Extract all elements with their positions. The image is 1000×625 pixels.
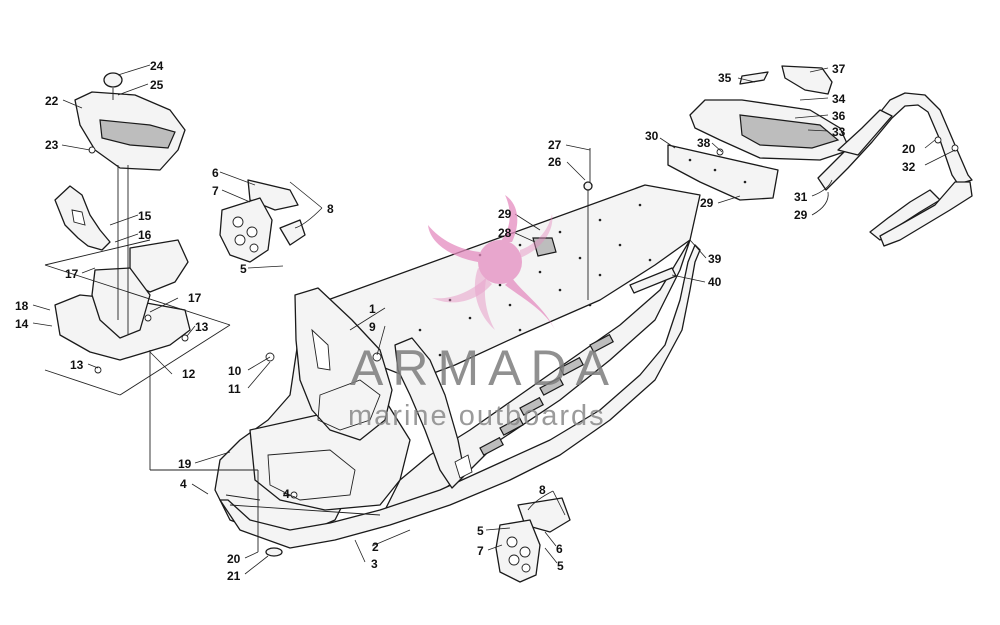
callout-31: 31 [794, 190, 808, 204]
small-parts [88, 136, 959, 557]
callout-24: 24 [150, 59, 164, 73]
callout-5: 5 [240, 262, 247, 276]
callout-6: 6 [556, 542, 563, 556]
callout-4: 4 [180, 477, 187, 491]
footrest-left [219, 179, 306, 263]
callout-8: 8 [327, 202, 334, 216]
console-assembly [74, 72, 186, 171]
callout-33: 33 [832, 125, 846, 139]
callout-5: 5 [477, 524, 484, 538]
callout-36: 36 [832, 109, 846, 123]
grommet-28 [532, 237, 557, 257]
watermark-subtitle: marine outboards [348, 400, 606, 432]
callout-5: 5 [557, 559, 564, 573]
rear-bumper-assembly [667, 65, 973, 247]
callout-3: 3 [371, 557, 378, 571]
callout-29: 29 [794, 208, 808, 222]
callout-27: 27 [548, 138, 562, 152]
callout-7: 7 [477, 544, 484, 558]
callout-15: 15 [138, 209, 152, 223]
tunnel-vents [479, 333, 614, 456]
leader-lines [32, 64, 956, 575]
callout-35: 35 [718, 71, 732, 85]
callout-6: 6 [212, 166, 219, 180]
callout-40: 40 [708, 275, 722, 289]
callout-14: 14 [15, 317, 29, 331]
callout-28: 28 [498, 226, 512, 240]
callout-10: 10 [228, 364, 242, 378]
callout-29: 29 [498, 207, 512, 221]
callout-21: 21 [227, 569, 241, 583]
bumper-21 [265, 547, 283, 557]
callout-29: 29 [700, 196, 714, 210]
callout-18: 18 [15, 299, 29, 313]
callout-26: 26 [548, 155, 562, 169]
footrest-right [495, 497, 571, 583]
callout-20: 20 [902, 142, 916, 156]
callout-17: 17 [188, 291, 202, 305]
callout-7: 7 [212, 184, 219, 198]
callout-labels: 1 2 3 4 4 5 5 5 6 6 7 7 8 8 9 10 11 12 1… [15, 59, 916, 583]
callout-32: 32 [902, 160, 916, 174]
callout-1: 1 [369, 302, 376, 316]
propeller-logo [428, 195, 555, 330]
callout-38: 38 [697, 136, 711, 150]
callout-23: 23 [45, 138, 59, 152]
callout-37: 37 [832, 62, 846, 76]
callout-20: 20 [227, 552, 241, 566]
callout-13: 13 [70, 358, 84, 372]
callout-8: 8 [539, 483, 546, 497]
callout-22: 22 [45, 94, 59, 108]
callout-17: 17 [65, 267, 79, 281]
callout-11: 11 [228, 382, 241, 396]
callout-34: 34 [832, 92, 846, 106]
watermark-title: ARMADA [350, 340, 618, 396]
callout-16: 16 [138, 228, 152, 242]
callout-4: 4 [283, 487, 290, 501]
callout-30: 30 [645, 129, 659, 143]
callout-25: 25 [150, 78, 164, 92]
callout-19: 19 [178, 457, 192, 471]
callout-39: 39 [708, 252, 722, 266]
steering-support [44, 185, 231, 396]
callout-12: 12 [182, 367, 196, 381]
callout-9: 9 [369, 320, 376, 334]
callout-2: 2 [372, 540, 379, 554]
callout-13: 13 [195, 320, 209, 334]
armada-watermark: ARMADA marine outboards [348, 195, 618, 432]
